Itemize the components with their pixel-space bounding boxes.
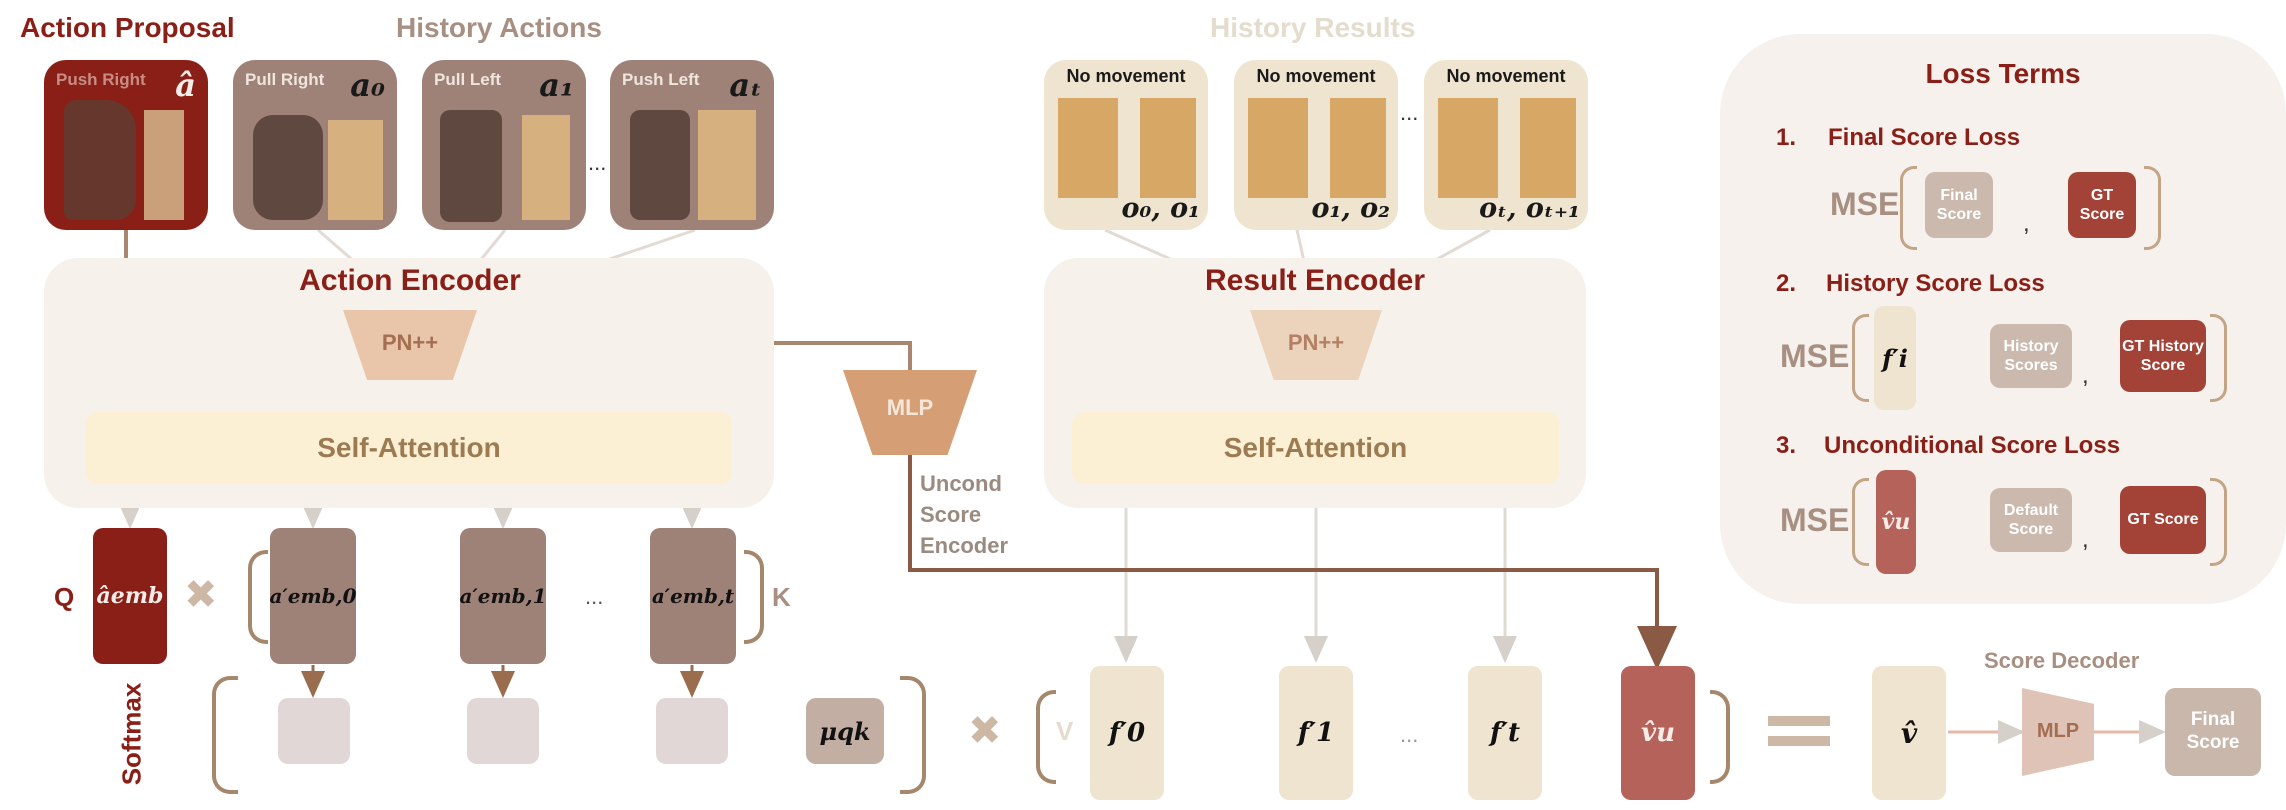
card-symbol: o₀, o₁ [1121, 193, 1200, 224]
gt-score-box: GT Score [2068, 172, 2136, 238]
loss-bracket-left [1852, 314, 1869, 402]
value-feature: f′t [1468, 666, 1542, 800]
softmax-label: Softmax [116, 682, 147, 786]
result-self-attention: Self-Attention [1072, 412, 1559, 484]
action-encoder-title: Action Encoder [299, 264, 521, 297]
card-label: No movement [1256, 66, 1376, 86]
mse-label: MSE [1830, 186, 1900, 222]
ellipsis: ... [585, 584, 604, 609]
result-pn-block [1250, 310, 1382, 380]
action-pn-block [343, 310, 477, 380]
value-feature: f′1 [1279, 666, 1353, 800]
loss-bracket-left [1900, 166, 1917, 250]
history-result-card: No movement oₜ, oₜ₊₁ [1424, 60, 1588, 230]
decoder-mlp-block [2022, 688, 2094, 776]
card-label: Push Left [622, 70, 700, 89]
softmax-weight [467, 698, 539, 764]
mu-qk-box: μqk [806, 698, 884, 764]
loss-bracket-right [2210, 478, 2227, 566]
result-encoder-title: Result Encoder [1204, 264, 1426, 297]
value-bracket-right [1710, 690, 1730, 784]
action-self-attention: Self-Attention [86, 412, 732, 484]
comma: , [2082, 526, 2089, 553]
card-symbol: aₜ [729, 66, 762, 104]
ellipsis: ... [1400, 100, 1419, 125]
ellipsis: ... [1400, 722, 1419, 747]
key-bracket-right [744, 550, 764, 644]
equals-icon [1768, 716, 1830, 726]
key-embedding: a′emb,1 [460, 528, 547, 664]
action-proposal-header: Action Proposal [20, 12, 235, 43]
key-bracket-left [248, 550, 268, 644]
card-label: Pull Right [245, 70, 325, 89]
uncond-feature: v̂u [1876, 470, 1916, 574]
history-scores-pred: History Scores [1990, 324, 2072, 388]
value-feature: f′0 [1090, 666, 1164, 800]
loss-terms-title: Loss Terms [1925, 58, 2081, 89]
history-action-card: Pull Left a₁ [422, 60, 586, 230]
loss-item-number: 1. [1776, 124, 1797, 151]
default-score-pred: Default Score [1990, 488, 2072, 552]
value-bracket-left [1036, 690, 1056, 784]
history-actions-header: History Actions [396, 12, 602, 43]
final-score-pred: Final Score [1925, 172, 1993, 238]
loss-bracket-right [2210, 314, 2227, 402]
uncond-score-feature: v̂u [1621, 666, 1695, 800]
v-label: V [1056, 716, 1074, 746]
mse-label: MSE [1780, 502, 1850, 538]
card-symbol: a₁ [539, 66, 574, 104]
q-label: Q [54, 582, 75, 612]
card-symbol: a₀ [350, 66, 385, 104]
card-label: No movement [1066, 66, 1186, 86]
softmax-bracket-right [900, 676, 926, 794]
history-action-card: Push Left aₜ [610, 60, 774, 230]
loss-bracket-right [2144, 166, 2161, 250]
result-pn-label: PN++ [1287, 330, 1345, 355]
history-score-loss-title: History Score Loss [1826, 270, 2045, 297]
action-proposal-card: Push Right â [44, 60, 208, 230]
equals-icon-bar [1768, 736, 1830, 746]
gt-history-score-box: GT History Score [2120, 320, 2206, 392]
key-embedding: a′emb,0 [270, 528, 357, 664]
caption-line: Uncond [920, 471, 1002, 496]
card-label: No movement [1446, 66, 1566, 86]
history-feature: f′i [1874, 306, 1916, 410]
action-pn-label: PN++ [381, 330, 439, 355]
final-score-loss-title: Final Score Loss [1828, 124, 2021, 151]
times-icon: ✖ [968, 709, 1002, 753]
softmax-bracket [212, 676, 238, 794]
card-symbol: o₁, o₂ [1311, 193, 1390, 224]
history-results-header: History Results [1210, 12, 1416, 43]
uncond-mlp-label: MLP [886, 395, 934, 420]
final-score-box: Final Score [2165, 688, 2261, 776]
score-decoder-title: Score Decoder [1984, 648, 2140, 673]
key-embedding: a′emb,t [650, 528, 736, 664]
history-result-card: No movement o₁, o₂ [1234, 60, 1398, 230]
mse-label: MSE [1780, 338, 1850, 374]
loss-item-number: 3. [1776, 432, 1797, 459]
card-label: Pull Left [434, 70, 502, 89]
unconditional-score-loss-title: Unconditional Score Loss [1824, 432, 2121, 459]
loss-bracket-left [1852, 478, 1869, 566]
comma: , [2023, 210, 2030, 237]
caption-line: Score [920, 502, 982, 527]
card-symbol: â [175, 66, 196, 104]
k-label: K [772, 582, 791, 612]
decoder-mlp-label: MLP [2036, 720, 2080, 742]
card-symbol: oₜ, oₜ₊₁ [1479, 193, 1580, 224]
caption-line: Encoder [920, 533, 1009, 558]
loss-item-number: 2. [1776, 270, 1797, 297]
combined-score-feature: v̂ [1872, 666, 1946, 800]
card-label: Push Right [56, 70, 146, 89]
times-icon: ✖ [184, 573, 218, 617]
softmax-weight [656, 698, 728, 764]
ellipsis: ... [588, 150, 607, 175]
comma: , [2082, 362, 2089, 389]
uncond-score-encoder-caption: Uncond Score Encoder [920, 468, 1008, 561]
softmax-weight [278, 698, 350, 764]
query-embedding: âemb [93, 528, 167, 664]
history-result-card: No movement o₀, o₁ [1044, 60, 1208, 230]
gt-score-box: GT Score [2120, 486, 2206, 554]
history-action-card: Pull Right a₀ [233, 60, 397, 230]
